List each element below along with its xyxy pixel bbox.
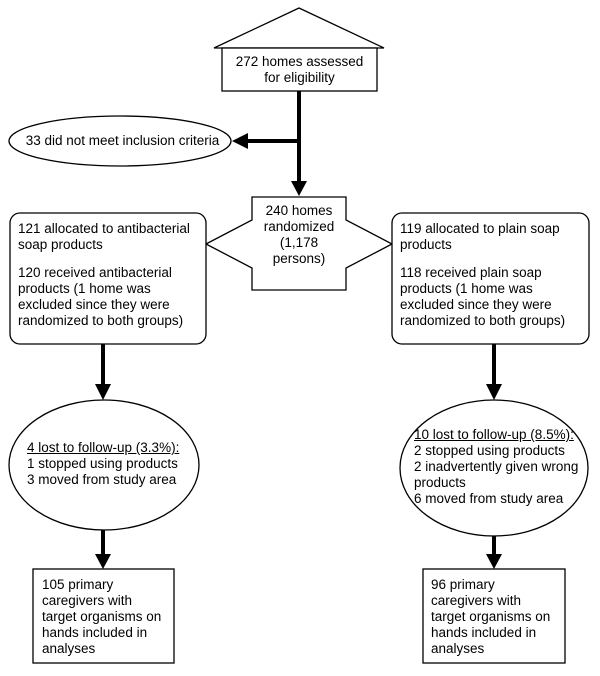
left-allocation-box bbox=[9, 212, 207, 345]
left-arrowhead-2 bbox=[95, 554, 111, 569]
right-arrowhead-2 bbox=[486, 554, 502, 569]
exclusion-label: 33 did not meet inclusion criteria bbox=[25, 133, 220, 148]
right-lost-text: 10 lost to follow-up (8.5%): 2 stopped u… bbox=[414, 427, 579, 506]
left-analyzed-text: 105 primary caregivers with target organ… bbox=[42, 577, 162, 656]
right-allocation-box bbox=[391, 212, 590, 345]
right-allocation-text: 119 allocated to plain soap products 118… bbox=[400, 221, 566, 328]
assessed-box bbox=[221, 47, 378, 92]
randomized-label: 240 homes randomized (1,178 persons) bbox=[263, 203, 335, 266]
exclusion-arrowhead bbox=[232, 133, 248, 149]
right-analyzed-text: 96 primary caregivers with target organi… bbox=[431, 577, 551, 656]
left-lost-text: 4 lost to follow-up (3.3%): 1 stopped us… bbox=[27, 440, 180, 487]
right-analyzed-box bbox=[422, 568, 566, 664]
left-allocation-text: 121 allocated to antibacterial soap prod… bbox=[18, 221, 190, 328]
house-roof bbox=[213, 7, 385, 49]
left-analyzed-box bbox=[32, 568, 175, 664]
exclusion-ellipse bbox=[8, 115, 232, 167]
left-arrowhead-1 bbox=[95, 384, 111, 400]
assessed-label: 272 homes assessed for eligibility bbox=[235, 54, 364, 85]
trunk-arrowhead bbox=[291, 181, 307, 196]
right-arrowhead-1 bbox=[486, 384, 502, 400]
